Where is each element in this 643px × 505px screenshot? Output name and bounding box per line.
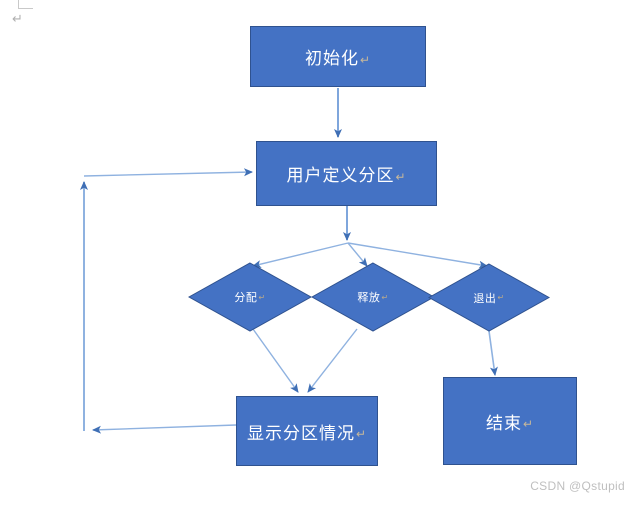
edge-exit-to-end (488, 330, 498, 376)
node-allocate[interactable]: 分配↵ (188, 262, 312, 332)
edge-release-to-showparts (307, 328, 358, 393)
node-end[interactable]: 结束↵ (443, 377, 577, 465)
edge-showparts-to-rail (92, 424, 237, 434)
page-corner-mark (18, 0, 33, 9)
node-showparts-label: 显示分区情况↵ (246, 423, 368, 443)
return-mark-icon: ↵ (395, 169, 407, 184)
node-exit[interactable]: 退出↵ (428, 263, 550, 332)
node-init-label: 初始化↵ (304, 49, 372, 68)
node-end-label: 结束↵ (485, 413, 535, 433)
node-userdef[interactable]: 用户定义分区↵ (256, 141, 437, 206)
node-userdef-label: 用户定义分区↵ (286, 166, 407, 185)
node-init[interactable]: 初始化↵ (250, 26, 426, 87)
paragraph-mark-icon: ↵ (12, 11, 23, 26)
return-mark-icon: ↵ (359, 52, 372, 67)
node-showparts[interactable]: 显示分区情况↵ (236, 396, 378, 466)
return-mark-icon: ↵ (355, 427, 368, 442)
edge-rail-to-userdef (83, 168, 253, 177)
return-mark-icon: ↵ (522, 417, 535, 432)
edge-allocate-to-showparts (252, 328, 299, 393)
watermark: CSDN @Qstupid (530, 479, 625, 493)
node-release[interactable]: 释放↵ (311, 262, 435, 332)
